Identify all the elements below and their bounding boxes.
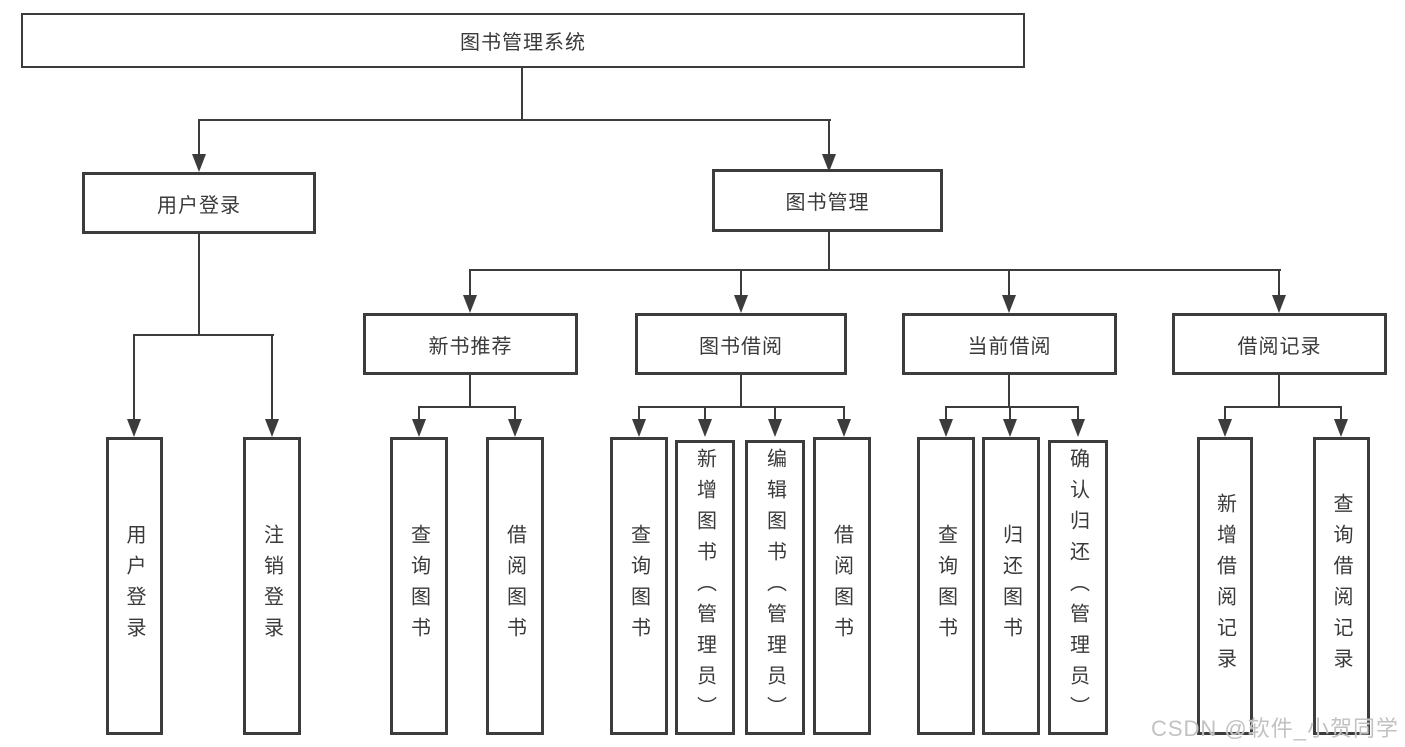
connector-vline xyxy=(1278,269,1280,296)
connector-vline xyxy=(945,406,947,420)
connector-vline xyxy=(740,375,742,407)
arrow-down-icon xyxy=(192,154,206,172)
node-book-management-system: 图书管理系统 xyxy=(21,13,1025,68)
node-borrowing-records: 借阅记录 xyxy=(1172,313,1387,375)
leaf-edit-books-admin-label: 编辑图书（管理员） xyxy=(763,448,786,727)
leaf-query-borrow-record: 查询借阅记录 xyxy=(1313,437,1370,735)
leaf-return-books: 归还图书 xyxy=(982,437,1040,735)
leaf-query-books-current: 查询图书 xyxy=(917,437,975,735)
node-new-book-recommendation: 新书推荐 xyxy=(363,313,578,375)
arrow-down-icon xyxy=(412,419,426,437)
connector-vline xyxy=(1077,406,1079,420)
connector-vline xyxy=(271,334,273,420)
leaf-query-books-borrowing-label: 查询图书 xyxy=(627,524,650,648)
connector-hline xyxy=(133,334,274,336)
arrow-down-icon xyxy=(768,419,782,437)
node-current-borrowing: 当前借阅 xyxy=(902,313,1117,375)
connector-vline xyxy=(1278,375,1280,407)
connector-hline xyxy=(638,406,845,408)
leaf-borrow-books-borrowing-label: 借阅图书 xyxy=(830,524,853,648)
leaf-logout-label: 注销登录 xyxy=(260,524,283,648)
connector-hline xyxy=(1224,406,1342,408)
connector-hline xyxy=(469,269,1281,271)
connector-vline xyxy=(638,406,640,420)
connector-vline xyxy=(521,68,523,120)
arrow-down-icon xyxy=(463,295,477,313)
leaf-query-books-recommend: 查询图书 xyxy=(390,437,448,735)
leaf-confirm-return-admin: 确认归还（管理员） xyxy=(1048,440,1108,735)
leaf-query-books-current-label: 查询图书 xyxy=(934,524,957,648)
connector-vline xyxy=(740,269,742,296)
connector-vline xyxy=(843,406,845,420)
connector-vline xyxy=(133,334,135,420)
connector-vline xyxy=(418,406,420,420)
leaf-query-books-recommend-label: 查询图书 xyxy=(407,524,430,648)
leaf-borrow-books-recommend-label: 借阅图书 xyxy=(503,524,526,648)
connector-vline xyxy=(469,269,471,296)
connector-vline xyxy=(198,234,200,335)
arrow-down-icon xyxy=(1002,295,1016,313)
arrow-down-icon xyxy=(698,419,712,437)
connector-vline xyxy=(1008,269,1010,296)
arrow-down-icon xyxy=(1334,419,1348,437)
leaf-user-login-label: 用户登录 xyxy=(123,524,145,648)
leaf-user-login: 用户登录 xyxy=(106,437,163,735)
leaf-borrow-books-recommend: 借阅图书 xyxy=(486,437,544,735)
node-user-login: 用户登录 xyxy=(82,172,316,234)
connector-vline xyxy=(1340,406,1342,420)
arrow-down-icon xyxy=(1218,419,1232,437)
csdn-watermark: CSDN @软件_小贺同学 xyxy=(1150,716,1399,741)
arrow-down-icon xyxy=(822,154,836,172)
arrow-down-icon xyxy=(734,295,748,313)
arrow-down-icon xyxy=(1272,295,1286,313)
connector-vline xyxy=(469,375,471,407)
arrow-down-icon xyxy=(265,419,279,437)
connector-vline xyxy=(1009,406,1011,420)
connector-vline xyxy=(704,406,706,420)
arrow-down-icon xyxy=(127,419,141,437)
leaf-edit-books-admin: 编辑图书（管理员） xyxy=(745,440,805,735)
arrow-down-icon xyxy=(1071,419,1085,437)
connector-hline xyxy=(945,406,1079,408)
leaf-confirm-return-admin-label: 确认归还（管理员） xyxy=(1066,448,1089,727)
leaf-add-borrow-record: 新增借阅记录 xyxy=(1197,437,1253,735)
connector-vline xyxy=(514,406,516,420)
arrow-down-icon xyxy=(632,419,646,437)
arrow-down-icon xyxy=(1003,419,1017,437)
connector-vline xyxy=(1008,375,1010,407)
connector-hline xyxy=(418,406,516,408)
node-book-management: 图书管理 xyxy=(712,169,943,232)
connector-vline xyxy=(774,406,776,420)
arrow-down-icon xyxy=(837,419,851,437)
connector-vline xyxy=(1224,406,1226,420)
node-book-borrowing: 图书借阅 xyxy=(635,313,847,375)
leaf-add-borrow-record-label: 新增借阅记录 xyxy=(1213,493,1236,679)
connector-vline xyxy=(828,232,830,270)
connector-hline xyxy=(198,119,831,121)
leaf-return-books-label: 归还图书 xyxy=(999,524,1022,648)
leaf-query-books-borrowing: 查询图书 xyxy=(610,437,668,735)
arrow-down-icon xyxy=(939,419,953,437)
leaf-add-books-admin-label: 新增图书（管理员） xyxy=(693,448,716,727)
connector-vline xyxy=(198,119,200,155)
connector-vline xyxy=(828,119,830,155)
leaf-add-books-admin: 新增图书（管理员） xyxy=(675,440,735,735)
arrow-down-icon xyxy=(508,419,522,437)
leaf-query-borrow-record-label: 查询借阅记录 xyxy=(1330,493,1352,679)
leaf-logout: 注销登录 xyxy=(243,437,301,735)
leaf-borrow-books-borrowing: 借阅图书 xyxy=(813,437,871,735)
